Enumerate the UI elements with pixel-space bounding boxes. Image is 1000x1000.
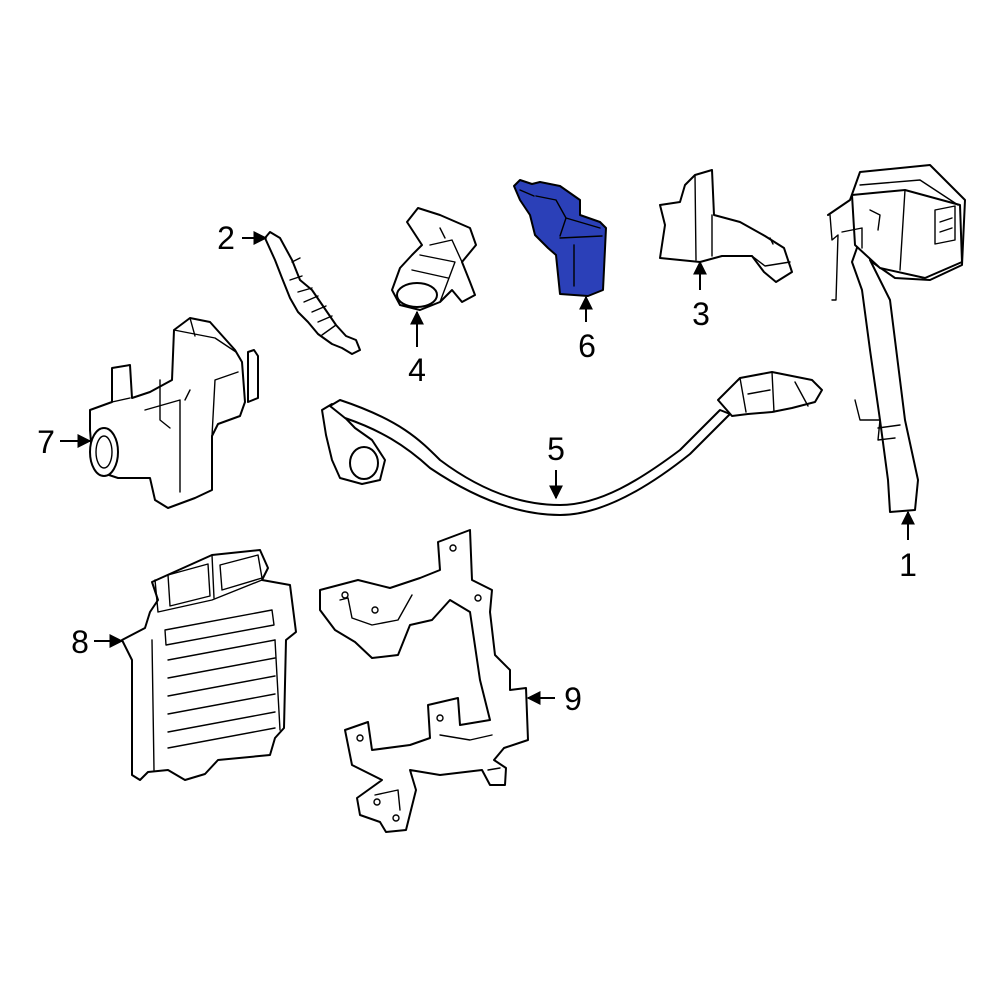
leader-lines <box>60 231 915 705</box>
callout-labels: 1 2 3 4 5 6 7 8 9 <box>37 220 917 717</box>
callout-2[interactable]: 2 <box>217 220 235 256</box>
callout-6[interactable]: 6 <box>578 328 596 364</box>
callout-4[interactable]: 4 <box>408 352 426 388</box>
callout-5[interactable]: 5 <box>547 431 565 467</box>
callout-3[interactable]: 3 <box>692 296 710 332</box>
speed-sensor-highlighted-part[interactable] <box>513 179 607 297</box>
solenoid-valve-part[interactable] <box>89 317 259 509</box>
spark-plug-part[interactable] <box>264 231 361 355</box>
callout-1[interactable]: 1 <box>899 547 917 583</box>
engine-control-module-part[interactable] <box>121 549 297 781</box>
crankshaft-sensor-part[interactable] <box>321 371 823 516</box>
callout-7[interactable]: 7 <box>37 424 55 460</box>
bracket-part[interactable] <box>659 169 793 283</box>
callout-8[interactable]: 8 <box>71 624 89 660</box>
ignition-coil-part[interactable] <box>827 164 966 513</box>
camshaft-sensor-part[interactable] <box>391 207 477 311</box>
mounting-bracket-part[interactable] <box>319 529 529 833</box>
callout-9[interactable]: 9 <box>564 681 582 717</box>
